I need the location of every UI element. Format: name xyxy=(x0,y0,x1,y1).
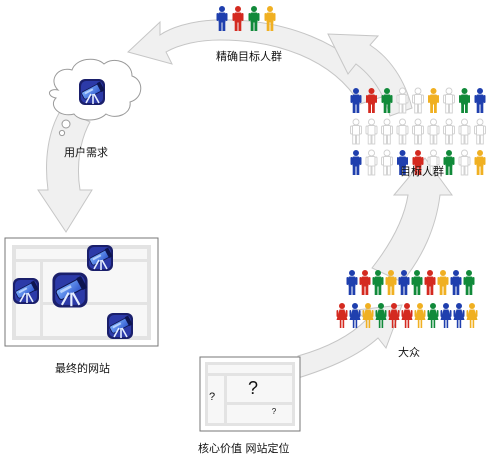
person-icon xyxy=(365,149,378,176)
person-icon xyxy=(428,88,439,113)
person-icon xyxy=(346,270,358,295)
label-user-needs: 用户需求 xyxy=(64,146,108,159)
telescope-icon xyxy=(78,78,106,106)
person-icon xyxy=(424,270,436,295)
woman-icon xyxy=(466,303,478,328)
person-icon xyxy=(459,88,470,113)
label-target-group: 目标人群 xyxy=(400,165,444,178)
label-core-value: 核心价值 网站定位 xyxy=(198,442,290,455)
arrow-left xyxy=(37,107,93,233)
person-icon xyxy=(474,88,486,113)
cycle-arrows xyxy=(37,19,453,379)
person-icon xyxy=(381,118,393,145)
user-needs-cloud xyxy=(49,58,142,137)
label-masses: 大众 xyxy=(398,346,420,359)
telescope-icon xyxy=(51,271,89,309)
person-icon xyxy=(458,118,471,145)
person-icon xyxy=(372,270,384,295)
person-icon xyxy=(474,118,486,145)
arrow-right xyxy=(371,157,453,283)
person-icon xyxy=(427,118,440,145)
final-website-frame xyxy=(4,237,159,347)
person-icon xyxy=(359,270,371,295)
person-icon xyxy=(396,118,409,145)
arrow-top xyxy=(127,19,386,105)
person-icon xyxy=(443,150,455,175)
person-icon xyxy=(365,118,378,145)
woman-icon xyxy=(401,303,413,328)
person-icon xyxy=(412,87,424,114)
telescope-icon xyxy=(12,277,40,305)
label-precise-target: 精确目标人群 xyxy=(216,50,282,63)
woman-icon xyxy=(427,303,439,328)
person-icon xyxy=(463,270,475,295)
unknown-mark-left: ? xyxy=(209,391,215,403)
unknown-mark-large: ? xyxy=(248,378,258,398)
woman-icon xyxy=(349,303,361,328)
person-icon xyxy=(350,118,362,145)
woman-icon xyxy=(336,303,348,328)
target-group-crowd xyxy=(350,87,486,176)
person-icon xyxy=(411,270,423,295)
person-icon xyxy=(458,149,471,176)
person-icon xyxy=(450,270,462,295)
telescope-icon xyxy=(106,312,134,340)
person-icon xyxy=(474,150,486,175)
telescope-icon xyxy=(86,244,114,272)
person-icon xyxy=(381,149,393,176)
person-icon xyxy=(443,118,455,145)
label-final-site: 最终的网站 xyxy=(55,362,110,375)
person-icon xyxy=(437,270,449,295)
core-value-frame: ? ? ? xyxy=(199,356,301,432)
unknown-mark-right: ? xyxy=(272,407,277,416)
woman-icon xyxy=(440,303,452,328)
arrow-bottom xyxy=(297,304,403,379)
person-icon xyxy=(412,118,424,145)
woman-icon xyxy=(414,303,426,328)
person-icon xyxy=(350,150,362,175)
person-icon xyxy=(443,87,455,114)
woman-icon xyxy=(453,303,465,328)
masses-crowd xyxy=(336,270,478,328)
